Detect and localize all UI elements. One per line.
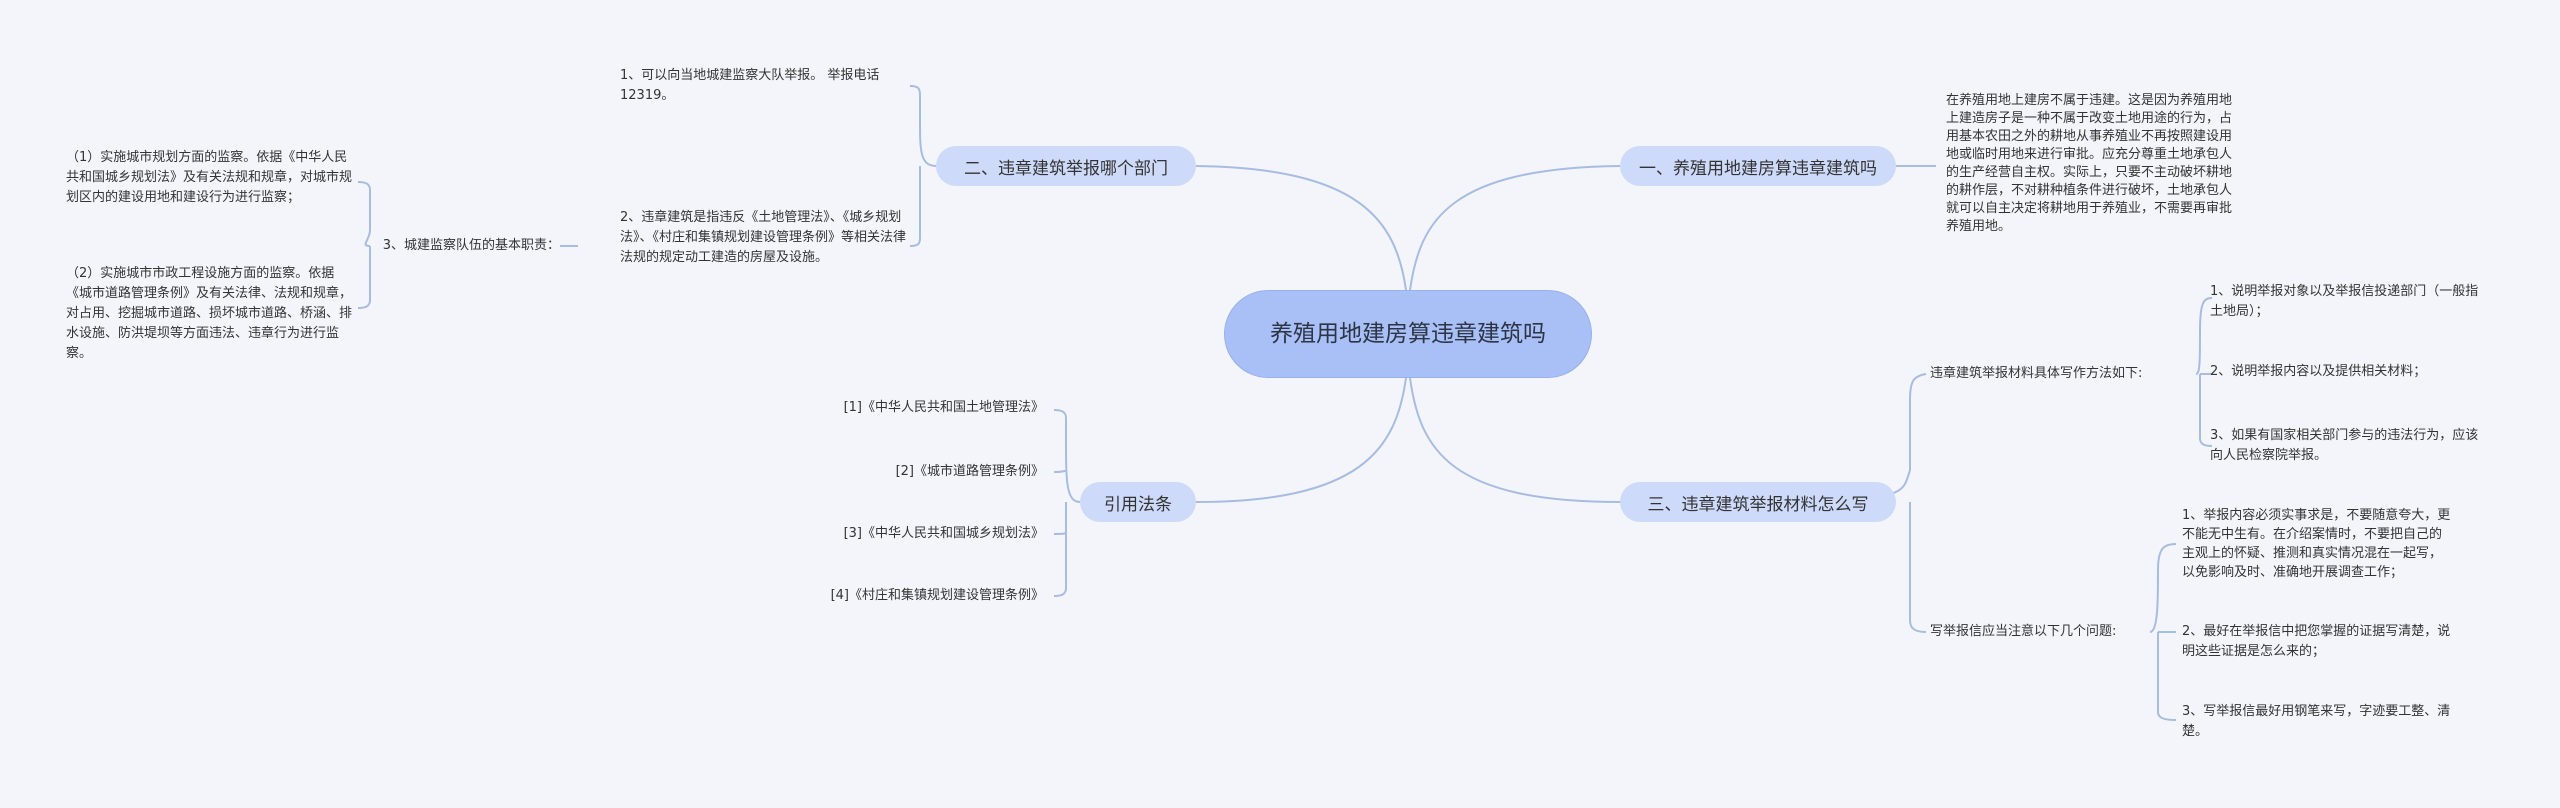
branch-2-sub-1: （1）实施城市规划方面的监察。依据《中华人民共和国城乡规划法》及有关法规和规章，… <box>66 150 353 205</box>
link-root-b4 <box>1195 377 1407 503</box>
link-root-b1 <box>1409 165 1621 291</box>
link-root-b3 <box>1409 377 1621 503</box>
branch-2[interactable]: 二、违章建筑举报哪个部门 <box>936 146 1196 186</box>
root-title: 养殖用地建房算违章建筑吗 <box>1270 321 1546 347</box>
branch-3-group-1-item-3: 3、如果有国家相关部门参与的违法行为，应该向人民检察院举报。 <box>2210 428 2479 463</box>
branch-3-group-2-item-1: 1、举报内容必须实事求是，不要随意夸大，更不能无中生有。在介绍案情时，不要把自己… <box>2182 508 2451 580</box>
branch-4-item-3: [3]《中华人民共和国城乡规划法》 <box>843 526 1044 541</box>
link-g2-items <box>2149 543 2177 721</box>
branch-3-group-1-item-2: 2、说明举报内容以及提供相关材料； <box>2210 364 2427 379</box>
branch-2-item-2: 2、违章建筑是指违反《土地管理法》、《城乡规划法》、《村庄和集镇规划建设管理条例… <box>620 210 907 265</box>
link-b4-items <box>1053 409 1081 597</box>
branch-4-item-4: [4]《村庄和集镇规划建设管理条例》 <box>830 588 1044 603</box>
branch-4[interactable]: 引用法条 <box>1080 482 1196 522</box>
link-root-b2 <box>1195 165 1407 291</box>
branch-2-item-3: 3、城建监察队伍的基本职责： <box>382 238 560 253</box>
branch-2-sub-2: （2）实施城市市政工程设施方面的监察。依据《城市道路管理条例》及有关法律、法规和… <box>66 266 353 361</box>
branch-3-group-1-item-1: 1、说明举报对象以及举报信投递部门（一般指土地局）； <box>2210 284 2479 319</box>
link-item3-sub <box>357 181 372 309</box>
link-b2-items <box>909 85 937 247</box>
branch-4-label: 引用法条 <box>1104 494 1172 515</box>
branch-3-group-2-item-2: 2、最好在举报信中把您掌握的证据写清楚，说明这些证据是怎么来的； <box>2182 624 2451 659</box>
branch-3-group-1: 违章建筑举报材料具体写作方法如下: <box>1930 366 2143 381</box>
branch-3-group-2: 写举报信应当注意以下几个问题: <box>1930 624 2117 639</box>
branch-3-label: 三、违章建筑举报材料怎么写 <box>1647 494 1869 515</box>
branch-3-group-2-item-3: 3、写举报信最好用钢笔来写，字迹要工整、清楚。 <box>2182 704 2451 739</box>
branch-1-text: 在养殖用地上建房不属于违建。这是因为养殖用地上建造房子是一种不属于改变土地用途的… <box>1946 93 2233 234</box>
branch-1-label: 一、养殖用地建房算违章建筑吗 <box>1639 158 1877 179</box>
branch-3[interactable]: 三、违章建筑举报材料怎么写 <box>1620 482 1896 522</box>
root-topic[interactable]: 养殖用地建房算违章建筑吗 <box>1224 290 1592 378</box>
branch-2-label: 二、违章建筑举报哪个部门 <box>964 158 1168 179</box>
link-g1-items <box>2195 297 2213 447</box>
branch-4-item-1: [1]《中华人民共和国土地管理法》 <box>843 400 1044 415</box>
branch-2-item-1: 1、可以向当地城建监察大队举报。 举报电话12319。 <box>620 68 880 103</box>
branch-4-item-2: [2]《城市道路管理条例》 <box>895 464 1044 479</box>
branch-1[interactable]: 一、养殖用地建房算违章建筑吗 <box>1620 146 1896 186</box>
